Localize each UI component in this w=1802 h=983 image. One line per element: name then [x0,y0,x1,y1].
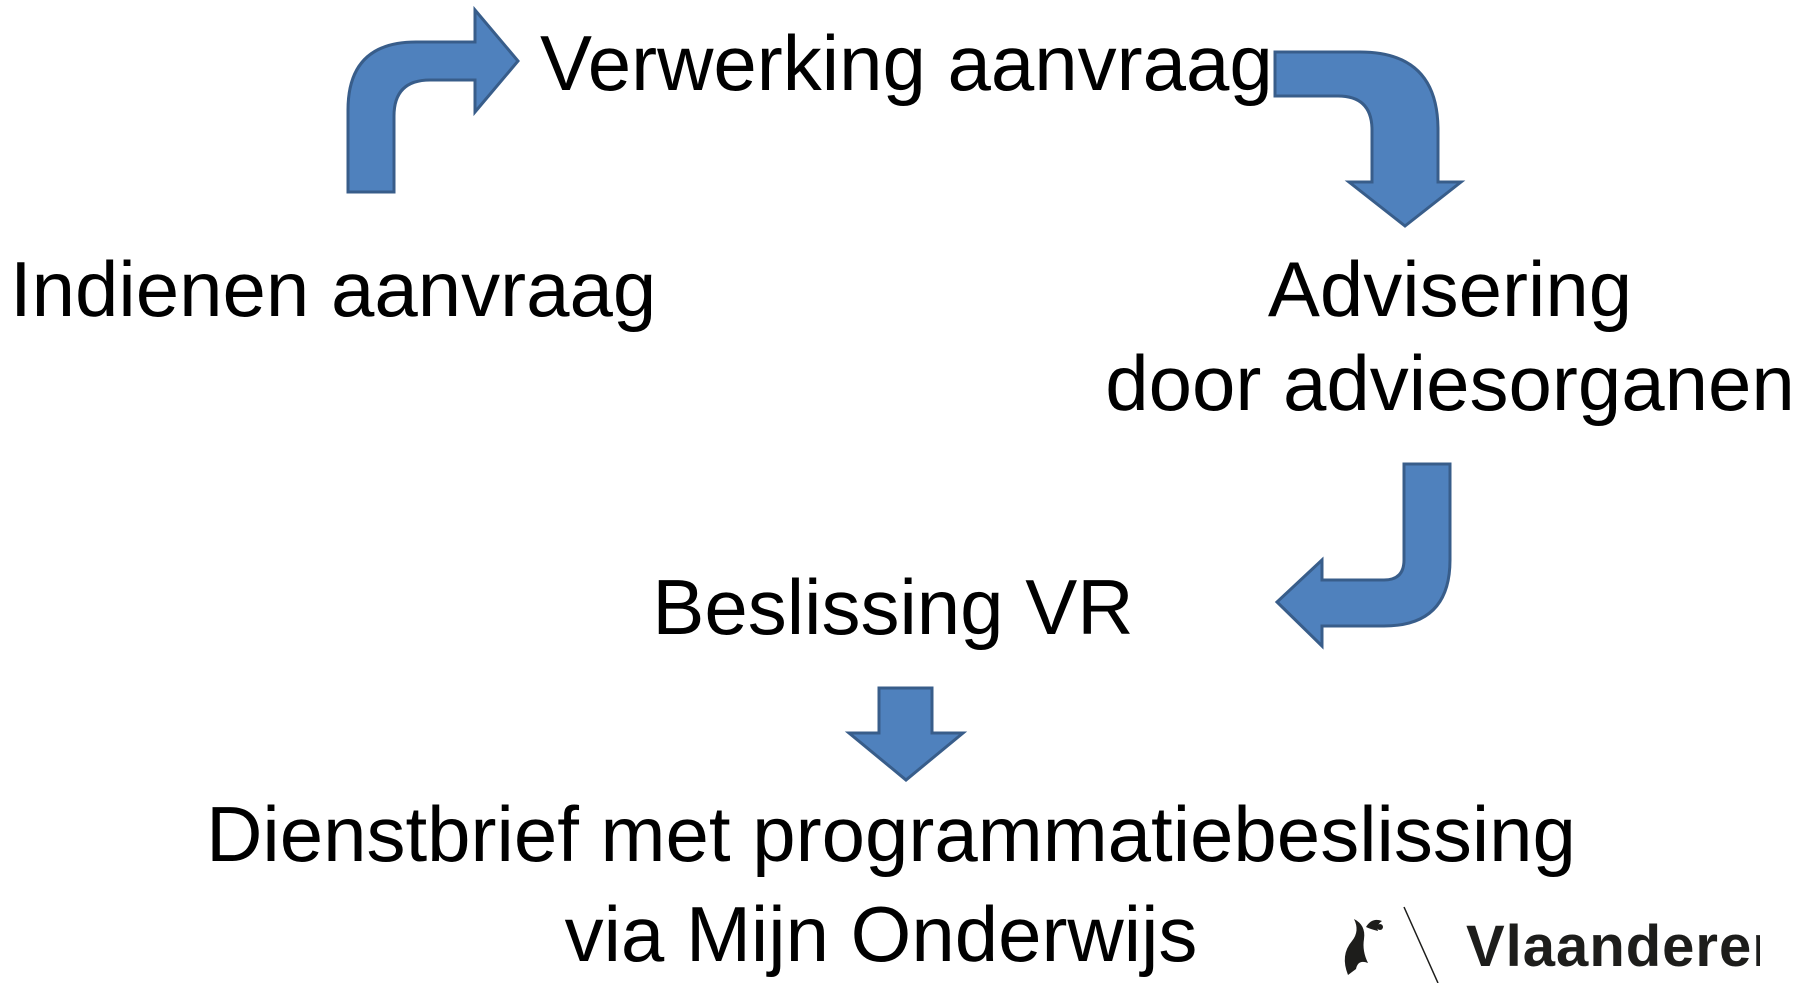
step-dienstbrief-line2: via Mijn Onderwijs [564,890,1198,978]
flemish-lion-icon [1344,906,1439,983]
logo-text: Vlaanderen [1466,914,1760,979]
step-beslissing-vr: Beslissing VR [652,563,1134,651]
step-advisering-line2: door adviesorganen [1105,339,1795,427]
step-dienstbrief: Dienstbrief met programmatiebeslissing v… [0,795,1792,973]
step-verwerking-aanvraag: Verwerking aanvraag [540,19,1273,107]
arrow-advisering-to-beslissing [1274,462,1452,650]
arrow-beslissing-to-dienstbrief [844,686,968,782]
step-dienstbrief-line1: Dienstbrief met programmatiebeslissing [206,790,1576,878]
step-advisering-line1: Advisering [1267,245,1633,333]
vlaanderen-logo: Vlaanderen [1320,905,1760,983]
arrow-verwerking-to-advisering [1273,50,1466,228]
step-advisering: Advisering door adviesorganen [1100,250,1800,422]
step-indienen-aanvraag: Indienen aanvraag [10,245,657,333]
arrow-indienen-to-verwerking [346,5,520,194]
